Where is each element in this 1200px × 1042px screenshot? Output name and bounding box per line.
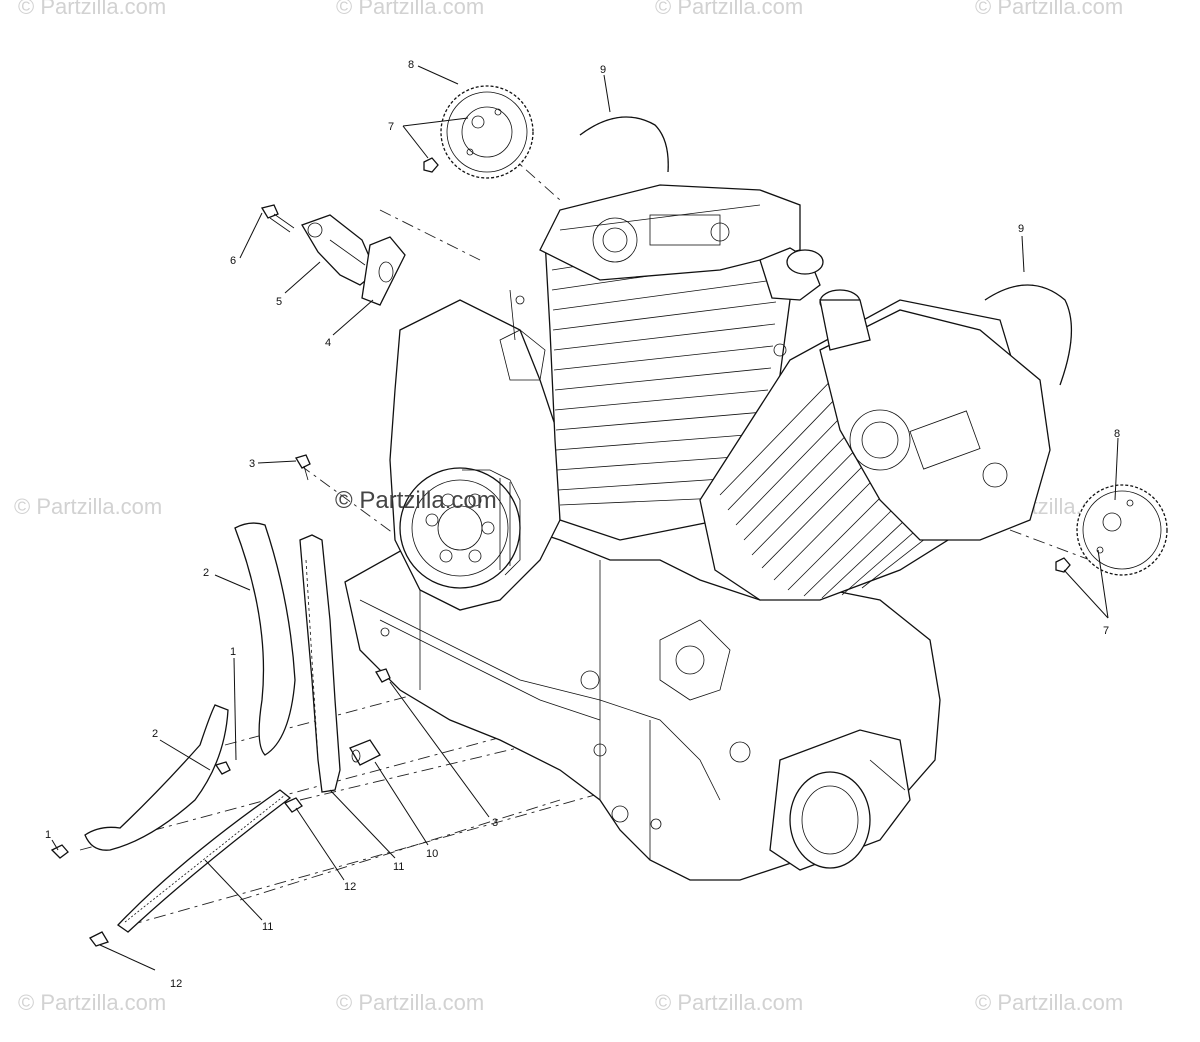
callout-12-lower: 12 xyxy=(170,978,182,990)
callout-3-lower: 3 xyxy=(492,817,498,829)
guide-bolt-1b xyxy=(50,844,69,859)
chain-guide-vertical xyxy=(299,534,341,793)
guide-bolt-1a xyxy=(214,761,231,775)
callout-6: 6 xyxy=(230,255,236,267)
starter-motor xyxy=(769,729,911,871)
guide-bolt-12a xyxy=(283,797,303,813)
leader-lines xyxy=(51,65,1119,971)
callout-7-right: 7 xyxy=(1103,625,1109,637)
callout-3-upper: 3 xyxy=(249,458,255,470)
callout-2-upper: 2 xyxy=(203,567,209,579)
chain-guide-slipper xyxy=(117,789,292,933)
timing-gear xyxy=(399,467,521,589)
cam-sprocket-top xyxy=(440,85,534,179)
callout-4: 4 xyxy=(325,337,331,349)
tensioner-bolt xyxy=(260,204,295,233)
bushing-spacer xyxy=(349,739,381,766)
watermark-bottom-2: © Partzilla.com xyxy=(336,990,485,1015)
callout-1-lower: 1 xyxy=(45,829,51,841)
callout-11-lower: 11 xyxy=(262,921,273,933)
callout-11-upper: 11 xyxy=(393,861,404,873)
callout-numbers: 8 7 9 9 6 5 4 3 2 1 2 1 8 7 3 10 11 12 1… xyxy=(45,59,1120,990)
watermark-top-2: © Partzilla.com xyxy=(336,0,485,19)
chain-guide-lower xyxy=(84,704,229,851)
callout-2-lower: 2 xyxy=(152,728,158,740)
watermark-top-3: © Partzilla.com xyxy=(655,0,804,19)
callout-12-upper: 12 xyxy=(344,881,356,893)
callout-7-top: 7 xyxy=(388,121,394,133)
bolt-top xyxy=(423,157,439,173)
watermark-top-4: © Partzilla.com xyxy=(975,0,1124,19)
front-cylinder-head xyxy=(819,309,1051,541)
watermark-top-1: © Partzilla.com xyxy=(18,0,167,19)
callout-1-upper: 1 xyxy=(230,646,236,658)
chain-guide-upper xyxy=(234,522,296,756)
callout-9-right: 9 xyxy=(1018,223,1024,235)
engine-assembly xyxy=(344,184,1051,881)
watermark-bottom-3: © Partzilla.com xyxy=(655,990,804,1015)
rear-cylinder-head xyxy=(539,184,801,281)
tensioner-gasket xyxy=(361,236,406,306)
bolt-right xyxy=(1055,557,1071,573)
guide-bolt-12b xyxy=(89,931,109,947)
callout-8-top: 8 xyxy=(408,59,414,71)
callout-9-top: 9 xyxy=(600,64,606,76)
cam-sprocket-right xyxy=(1076,484,1168,576)
callout-10: 10 xyxy=(426,848,438,860)
guide-bolt-upper xyxy=(295,454,311,481)
watermark-mid-left: © Partzilla.com xyxy=(14,494,163,519)
watermark-center: © Partzilla.com xyxy=(335,487,497,514)
watermark-bottom-4: © Partzilla.com xyxy=(975,990,1124,1015)
front-cylinder xyxy=(699,289,1051,601)
callout-8-right: 8 xyxy=(1114,428,1120,440)
watermark-bottom-1: © Partzilla.com xyxy=(18,990,167,1015)
callout-5: 5 xyxy=(276,296,282,308)
guide-bolt-lower xyxy=(375,668,391,683)
